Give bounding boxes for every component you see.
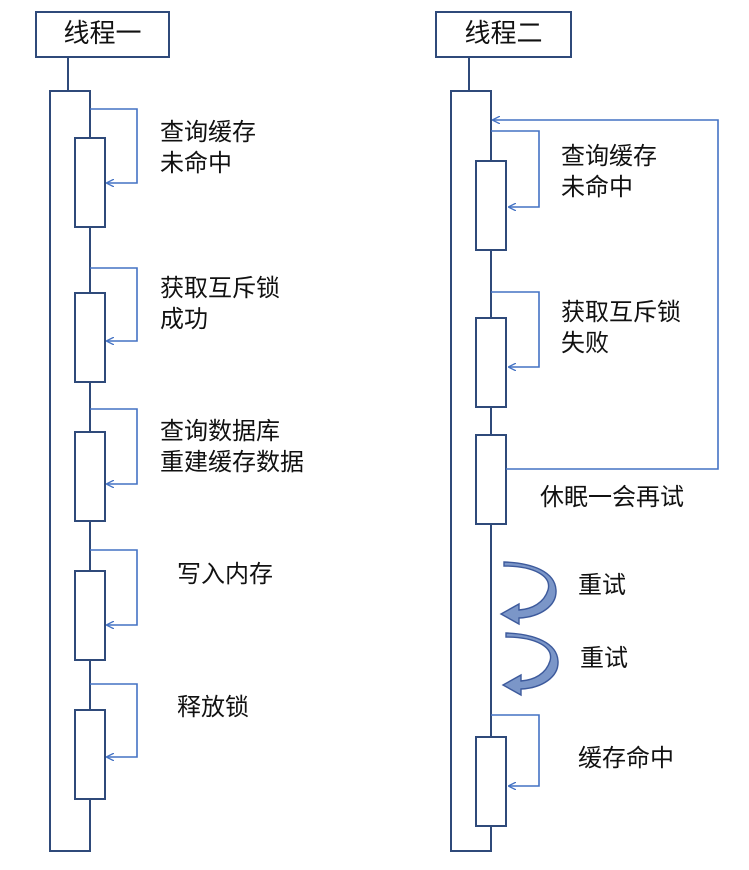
thread2-retry-2-label: 重试 [580, 643, 628, 674]
thread2-header-box [435, 11, 572, 58]
thread2-loop-back-arrow [493, 120, 719, 470]
thread2-step-3 [475, 120, 719, 525]
thread1-header-box [35, 11, 170, 58]
thread1-step-2-line2: 成功 [160, 305, 208, 333]
thread1-step-5-label: 释放锁 [177, 692, 249, 723]
thread2-step-1-line1: 查询缓存 [561, 142, 657, 170]
thread2-step-3-label: 休眠一会再试 [540, 482, 684, 513]
thread2-title: 线程二 [464, 19, 543, 49]
thread2-self-call-arrow-6 [491, 714, 540, 786]
thread1-step-1 [74, 108, 138, 228]
thread2-step-6 [475, 714, 540, 827]
thread2-activation-1 [475, 160, 507, 251]
thread2-step-2-line1: 获取互斥锁 [561, 298, 681, 326]
thread2-self-call-arrow-2 [491, 291, 540, 367]
thread1-step-5-line1: 释放锁 [177, 693, 249, 721]
thread1-self-call-arrow-3 [90, 408, 138, 484]
thread2-step-2 [475, 291, 540, 408]
retry-curved-arrow-1 [499, 561, 557, 626]
thread1-step-3-label: 查询数据库 重建缓存数据 [160, 416, 304, 478]
thread2-step-3-line1: 休眠一会再试 [540, 483, 684, 511]
thread1-step-3 [74, 408, 138, 522]
thread2-step-2-line2: 失败 [561, 329, 609, 357]
thread2-step-2-label: 获取互斥锁 失败 [561, 297, 681, 359]
thread1-title: 线程一 [63, 19, 142, 49]
thread1-activation-4 [74, 570, 106, 661]
thread2-step-1 [475, 130, 540, 251]
thread1-step-2-line1: 获取互斥锁 [160, 274, 280, 302]
thread1-step-2 [74, 267, 138, 383]
thread1-step-4-label: 写入内存 [177, 559, 273, 590]
thread2-self-call-arrow-1 [491, 130, 540, 207]
thread1-self-call-arrow-1 [90, 108, 138, 183]
thread1-step-1-line2: 未命中 [160, 149, 232, 177]
thread2-step-1-line2: 未命中 [561, 173, 633, 201]
thread1-activation-1 [74, 137, 106, 228]
thread1-step-4 [74, 549, 138, 661]
thread1-self-call-arrow-2 [90, 267, 138, 341]
thread1-step-1-label: 查询缓存 未命中 [160, 117, 256, 179]
thread2-activation-3 [475, 434, 507, 525]
thread2-step-6-line1: 缓存命中 [578, 744, 674, 772]
thread2-retry-1-label: 重试 [578, 570, 626, 601]
thread1-self-call-arrow-4 [90, 549, 138, 625]
thread2-retry-2-text: 重试 [580, 644, 628, 672]
thread1-activation-3 [74, 431, 106, 522]
thread2-step-1-label: 查询缓存 未命中 [561, 141, 657, 203]
thread1-step-2-label: 获取互斥锁 成功 [160, 273, 280, 335]
thread1-step-3-line1: 查询数据库 [160, 417, 280, 445]
thread2-activation-2 [475, 317, 507, 408]
thread1-step-4-line1: 写入内存 [177, 560, 273, 588]
thread1-step-5 [74, 683, 138, 800]
retry-curved-arrow-2 [501, 632, 559, 697]
thread1-step-1-line1: 查询缓存 [160, 118, 256, 146]
thread1-activation-2 [74, 292, 106, 383]
thread1-activation-5 [74, 709, 106, 800]
thread1-self-call-arrow-5 [90, 683, 138, 757]
thread2-step-6-label: 缓存命中 [578, 743, 674, 774]
thread1-step-3-line2: 重建缓存数据 [160, 448, 304, 476]
thread2-retry-1-text: 重试 [578, 571, 626, 599]
thread2-activation-6 [475, 736, 507, 827]
